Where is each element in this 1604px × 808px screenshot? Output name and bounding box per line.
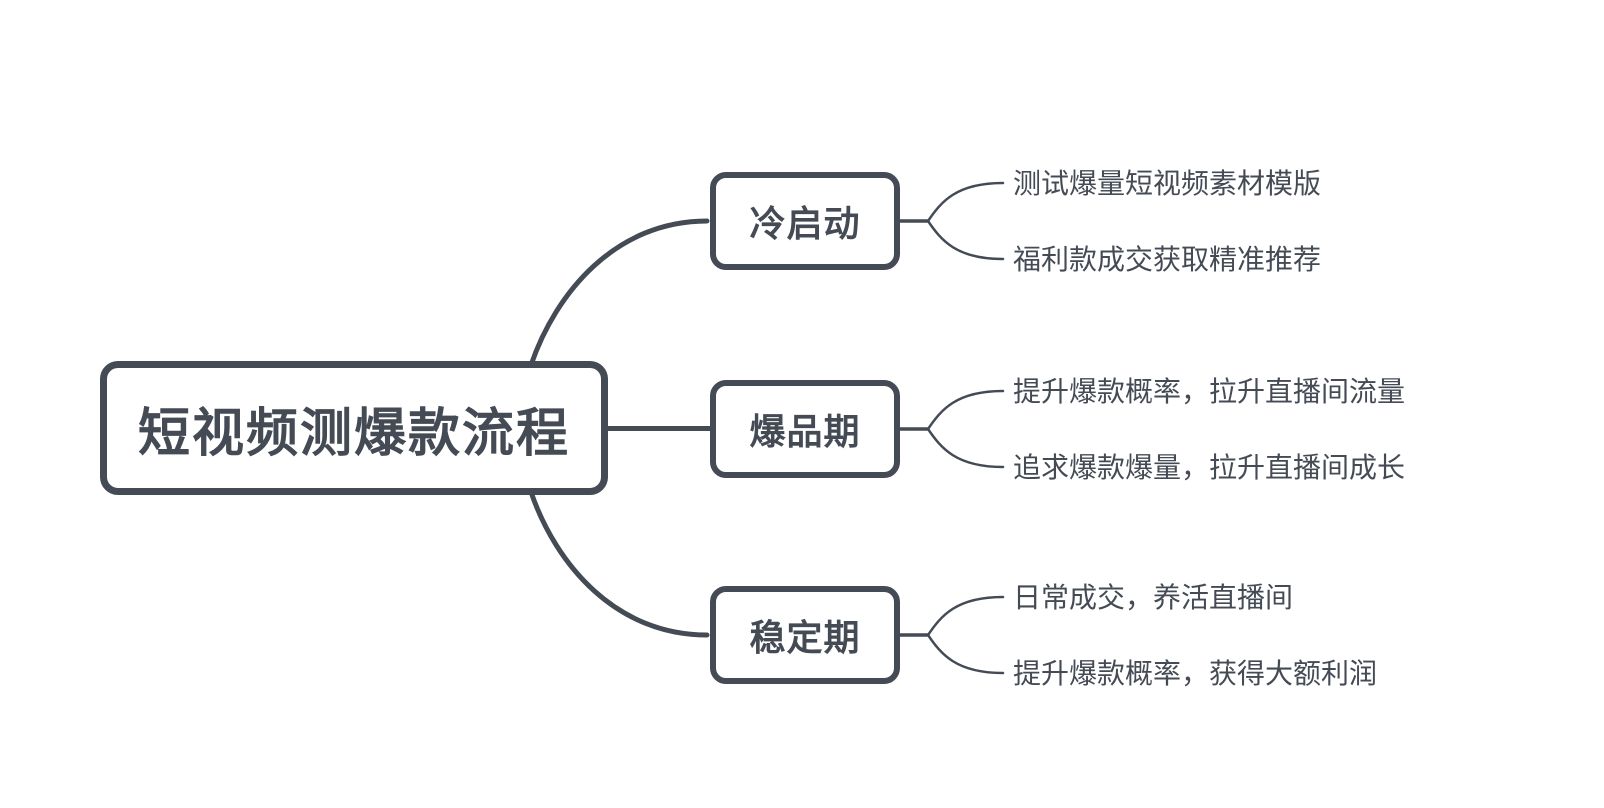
branch-topic-coldstart[interactable]: 冷启动 bbox=[710, 172, 900, 270]
connector-root-to-stableperiod bbox=[528, 489, 710, 638]
connector-hotperiod-leaf2 bbox=[926, 427, 1005, 469]
leaf-topic[interactable]: 测试爆量短视频素材模版 bbox=[1013, 168, 1322, 200]
leaf-topic[interactable]: 追求爆款爆量，拉升直播间成长 bbox=[1013, 452, 1406, 484]
branch-topic-hotperiod[interactable]: 爆品期 bbox=[710, 380, 900, 478]
branch-topic-label: 爆品期 bbox=[749, 411, 861, 452]
root-topic-label: 短视频测爆款流程 bbox=[137, 404, 570, 463]
leaf-topic[interactable]: 提升爆款概率，拉升直播间流量 bbox=[1013, 376, 1406, 408]
leaf-topic[interactable]: 福利款成交获取精准推荐 bbox=[1013, 244, 1322, 276]
branch-topic-label: 稳定期 bbox=[749, 617, 861, 658]
connector-stableperiod-leaf1 bbox=[926, 595, 1005, 637]
connector-hotperiod-leaf1 bbox=[926, 389, 1005, 431]
branch-topic-label: 冷启动 bbox=[749, 203, 861, 244]
leaf-topic[interactable]: 提升爆款概率，获得大额利润 bbox=[1013, 658, 1378, 690]
connector-coldstart-leaf2 bbox=[926, 219, 1005, 261]
root-topic[interactable]: 短视频测爆款流程 bbox=[100, 361, 608, 495]
connector-root-to-coldstart bbox=[528, 218, 710, 368]
branch-topic-stableperiod[interactable]: 稳定期 bbox=[710, 586, 900, 684]
connector-coldstart-leaf1 bbox=[926, 181, 1005, 223]
connector-stableperiod-leaf2 bbox=[926, 633, 1005, 675]
leaf-topic[interactable]: 日常成交，养活直播间 bbox=[1013, 582, 1294, 614]
